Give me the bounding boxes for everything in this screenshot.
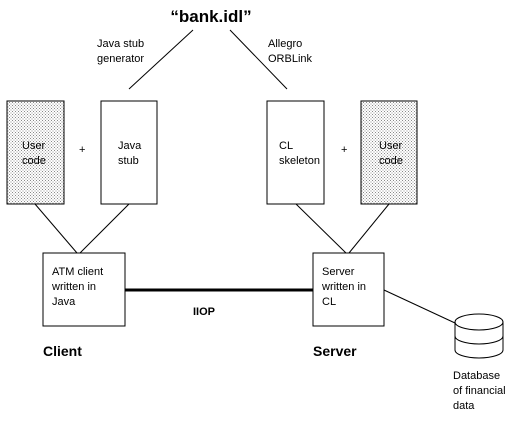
server-label: Server xyxy=(313,343,357,359)
connector-user-code-to-client xyxy=(34,203,78,254)
java-stub-line1: Java xyxy=(118,140,142,152)
connector-server-to-database xyxy=(383,289,456,324)
cl-skeleton-line1: CL xyxy=(279,140,293,152)
java-stub-generator-label-line1: Java stub xyxy=(97,38,144,50)
plus-sign-left: + xyxy=(79,144,85,156)
java-stub-line2: stub xyxy=(118,155,139,167)
allegro-orblink-label-line1: Allegro xyxy=(268,38,302,50)
database-label-line3: data xyxy=(453,400,475,412)
database-label-line1: Database xyxy=(453,370,500,382)
connector-cl-skeleton-to-server xyxy=(295,203,347,254)
connector-idl-to-cl-skeleton xyxy=(229,29,288,90)
atm-client-line2: written in xyxy=(51,281,96,293)
cl-skeleton-box xyxy=(266,100,325,205)
user-code-right-line2: code xyxy=(379,155,403,167)
iiop-label: IIOP xyxy=(193,306,215,318)
database-icon xyxy=(454,313,504,359)
atm-client-box xyxy=(42,252,126,327)
server-line1: Server xyxy=(322,266,355,278)
server-box xyxy=(312,252,385,327)
user-code-right-line1: User xyxy=(379,140,403,152)
atm-client-line3: Java xyxy=(52,296,76,308)
allegro-orblink-label-line2: ORBLink xyxy=(268,53,313,65)
connector-user-code-to-server xyxy=(348,203,390,254)
user-code-left-line2: code xyxy=(22,155,46,167)
connector-java-stub-to-client xyxy=(79,203,130,254)
server-line2: written in xyxy=(321,281,366,293)
java-stub-box xyxy=(100,100,158,205)
atm-client-line1: ATM client xyxy=(52,266,103,278)
cl-skeleton-line2: skeleton xyxy=(279,155,320,167)
connector-idl-to-java-stub xyxy=(128,29,194,90)
server-line3: CL xyxy=(322,296,336,308)
user-code-left-box xyxy=(6,100,65,205)
database-label-line2: of financial xyxy=(453,385,506,397)
client-label: Client xyxy=(43,343,82,359)
java-stub-generator-label-line2: generator xyxy=(97,53,144,65)
idl-file-title: “bank.idl” xyxy=(170,7,251,26)
plus-sign-right: + xyxy=(341,144,347,156)
user-code-left-line1: User xyxy=(22,140,46,152)
user-code-right-box xyxy=(360,100,418,205)
